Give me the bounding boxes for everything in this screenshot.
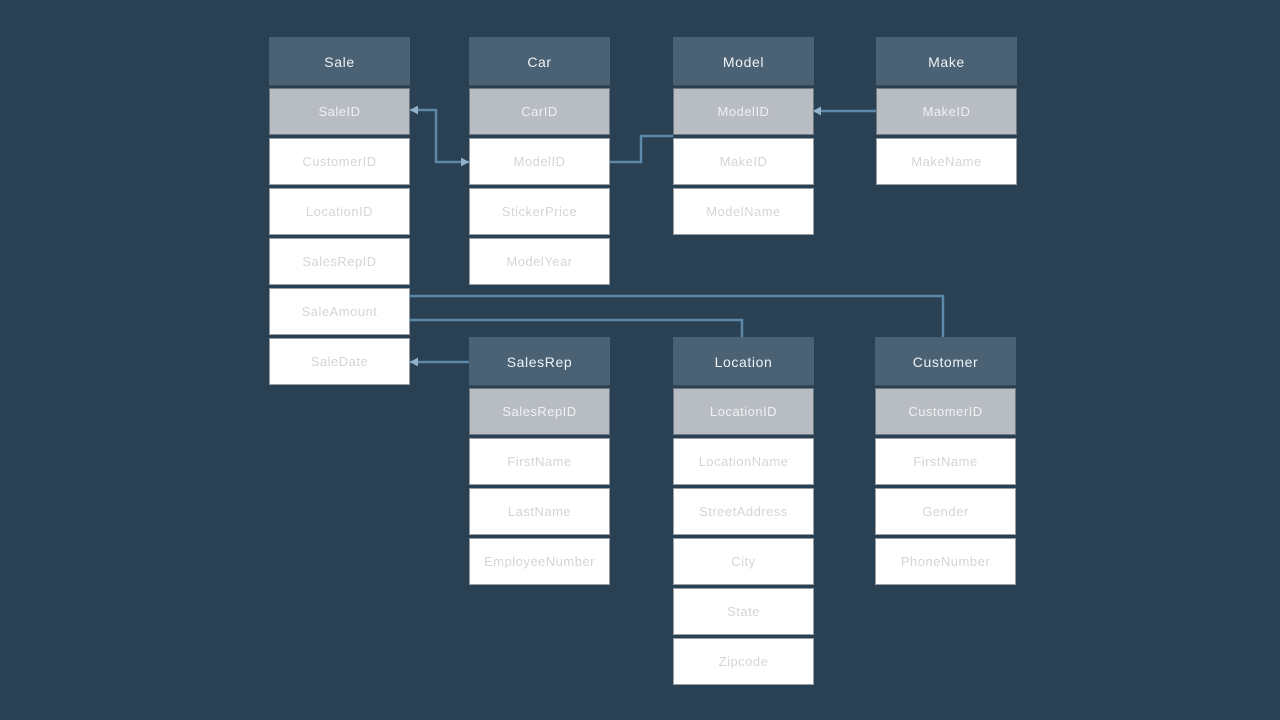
key-field: SalesRepID [469, 388, 610, 435]
connection-sale-location [410, 318, 744, 337]
connection-car-model [610, 134, 673, 164]
field: City [673, 538, 814, 585]
table-header: Sale [269, 37, 410, 86]
table-model: Model ModelID MakeID ModelName [673, 37, 814, 238]
field: ModelID [469, 138, 610, 185]
field: State [673, 588, 814, 635]
connection-arrowhead [410, 105, 418, 115]
field: CustomerID [269, 138, 410, 185]
connection-arrowhead [461, 157, 469, 167]
table-sale: Sale SaleID CustomerID LocationID SalesR… [269, 37, 410, 388]
field: ModelName [673, 188, 814, 235]
field: ModelYear [469, 238, 610, 285]
connection-arrowhead [410, 357, 418, 367]
field: EmployeeNumber [469, 538, 610, 585]
field: LocationID [269, 188, 410, 235]
table-header: Customer [875, 337, 1016, 386]
key-field: CarID [469, 88, 610, 135]
table-salesrep: SalesRep SalesRepID FirstName LastName E… [469, 337, 610, 588]
connection-sale-car [410, 108, 469, 164]
field: MakeID [673, 138, 814, 185]
connection-sale-customer [410, 294, 945, 337]
table-customer: Customer CustomerID FirstName Gender Pho… [875, 337, 1016, 588]
field: LocationName [673, 438, 814, 485]
key-field: MakeID [876, 88, 1017, 135]
field: Zipcode [673, 638, 814, 685]
key-field: LocationID [673, 388, 814, 435]
field: StickerPrice [469, 188, 610, 235]
field: FirstName [469, 438, 610, 485]
field: MakeName [876, 138, 1017, 185]
field: SaleAmount [269, 288, 410, 335]
table-header: Model [673, 37, 814, 86]
table-header: Location [673, 337, 814, 386]
key-field: SaleID [269, 88, 410, 135]
table-header: Make [876, 37, 1017, 86]
table-car: Car CarID ModelID StickerPrice ModelYear [469, 37, 610, 288]
field: Gender [875, 488, 1016, 535]
field: LastName [469, 488, 610, 535]
field: StreetAddress [673, 488, 814, 535]
field: SalesRepID [269, 238, 410, 285]
field: SaleDate [269, 338, 410, 385]
connection-arrowhead [813, 106, 821, 116]
field: FirstName [875, 438, 1016, 485]
table-header: Car [469, 37, 610, 86]
table-make: Make MakeID MakeName [876, 37, 1017, 188]
table-header: SalesRep [469, 337, 610, 386]
key-field: ModelID [673, 88, 814, 135]
table-location: Location LocationID LocationName StreetA… [673, 337, 814, 688]
key-field: CustomerID [875, 388, 1016, 435]
field: PhoneNumber [875, 538, 1016, 585]
